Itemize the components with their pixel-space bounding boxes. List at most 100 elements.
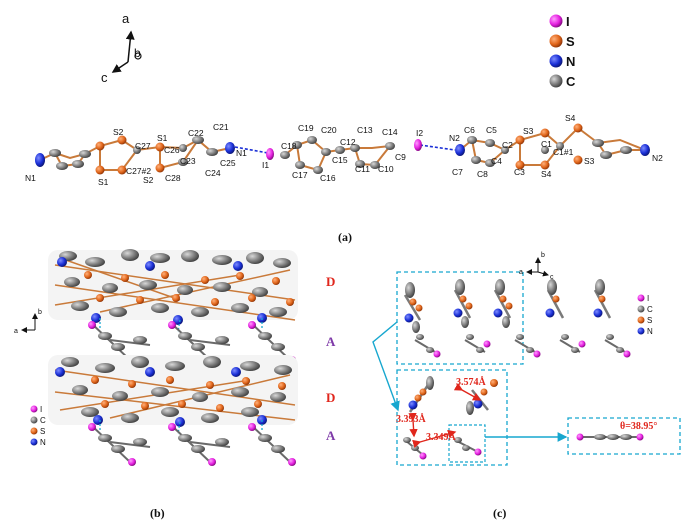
atom-label: S2 <box>113 127 124 137</box>
panel-c: b a c <box>372 252 681 520</box>
atom-label: C1#1 <box>553 147 574 157</box>
atom-label: C2 <box>502 140 513 150</box>
axis-label-a: a <box>519 269 523 276</box>
atom-label: C15 <box>332 155 348 165</box>
layer-label-donor: D <box>326 274 335 289</box>
donor-stacks-c <box>403 279 612 333</box>
panel-b: b a D A D A I C S N (b) <box>14 249 336 520</box>
atom-label: S4 <box>541 169 552 179</box>
legend-label: I <box>647 294 649 303</box>
legend-b: I C S N <box>30 405 46 447</box>
caption-c: (c) <box>493 506 506 520</box>
atom-label: C17 <box>292 170 308 180</box>
atom-label: C25 <box>220 158 236 168</box>
legend-carbon-icon <box>549 74 563 88</box>
atom-label: C24 <box>205 168 221 178</box>
atom-label: C21 <box>213 122 229 132</box>
legend-carbon-icon <box>637 305 645 313</box>
atom-label: N2 <box>449 133 460 143</box>
angle-label: θ=38.95° <box>620 421 657 432</box>
distance-label: 3.393Å <box>396 413 427 425</box>
atom-label: C20 <box>321 125 337 135</box>
legend-label: N <box>40 438 46 447</box>
atom-label: C19 <box>298 123 314 133</box>
atom-label: N1 <box>25 173 36 183</box>
legend-label: N <box>566 54 575 69</box>
zoomed-dimer-c: 3.574Å 3.393Å 3.349Å <box>396 376 498 460</box>
atom-label: C10 <box>378 164 394 174</box>
legend-label: C <box>647 305 653 314</box>
legend-label: S <box>566 34 575 49</box>
atom-label: I1 <box>262 160 269 170</box>
atom-label: C16 <box>320 173 336 183</box>
axis-triad-c: b a c <box>519 252 554 281</box>
angle-molecule-c: θ=38.95° <box>576 421 657 441</box>
atom-label: S2 <box>143 175 154 185</box>
atom-label: C13 <box>357 125 373 135</box>
legend-sulfur-icon <box>30 427 38 435</box>
layer-label-donor: D <box>326 390 335 405</box>
packing-view-b <box>48 249 298 466</box>
atom-label: C7 <box>452 167 463 177</box>
atom-label: C23 <box>180 156 196 166</box>
axis-label-c: c <box>550 274 554 281</box>
atom-label: C28 <box>165 173 181 183</box>
layer-label-acceptor: A <box>326 334 336 349</box>
legend-iodine-icon <box>549 14 563 28</box>
legend-label: S <box>647 316 652 325</box>
atom-label: S3 <box>523 126 534 136</box>
atom-label: C26 <box>164 145 180 155</box>
legend-nitrogen-icon <box>30 438 38 446</box>
atom-label: C22 <box>188 128 204 138</box>
atom-label: C5 <box>486 125 497 135</box>
atom-label: C1 <box>541 139 552 149</box>
atoms-a <box>35 123 650 175</box>
legend-label: I <box>566 14 570 29</box>
atom-label: N1 <box>236 148 247 158</box>
atom-label: C9 <box>395 152 406 162</box>
atom-label: S1 <box>98 177 109 187</box>
axis-label-c: c <box>101 70 108 85</box>
atom-label: C11 <box>355 164 370 174</box>
atom-labels-a: N1 S2 S1 C27#2 C27 C26 S1 S2 C28 C22 C23… <box>25 113 663 187</box>
legend-label: I <box>40 405 42 414</box>
caption-b: (b) <box>150 506 165 520</box>
legend-label: C <box>40 416 46 425</box>
halogen-bond-lines-a <box>234 144 456 154</box>
atom-label: N2 <box>652 153 663 163</box>
legend-iodine-icon <box>637 294 645 302</box>
legend-nitrogen-icon <box>549 54 563 68</box>
distance-label: 3.574Å <box>456 376 487 388</box>
connector-arrow <box>372 321 400 412</box>
distance-label: 3.349Å <box>426 431 457 443</box>
axis-label-a: a <box>14 328 18 335</box>
donor-layer-1 <box>48 249 298 325</box>
axis-triad-b: b a <box>14 309 42 335</box>
legend-c: I C S N <box>637 294 653 336</box>
legend-label: C <box>566 74 576 89</box>
legend-nitrogen-icon <box>637 327 645 335</box>
donor-layer-2 <box>48 355 298 427</box>
axis-label-b: b <box>134 46 141 60</box>
frame-angle <box>567 417 681 455</box>
axis-label-b: b <box>38 309 42 316</box>
atom-label: S3 <box>584 156 595 166</box>
acceptor-layer-2 <box>88 420 296 466</box>
axis-label-b: b <box>541 252 545 259</box>
atom-label: C8 <box>477 169 488 179</box>
atom-label: C12 <box>340 137 356 147</box>
frame-top <box>396 271 524 365</box>
atom-label: C27#2 <box>126 166 151 176</box>
legend-sulfur-icon <box>637 316 645 324</box>
legend-sulfur-icon <box>549 34 563 48</box>
panel-a: a b c I S N C <box>25 11 663 244</box>
atom-label: C27 <box>135 141 151 151</box>
layer-labels-b: D A D A <box>326 274 336 443</box>
acceptor-row-c <box>414 334 631 358</box>
legend-label: S <box>40 427 45 436</box>
atom-label: C4 <box>491 156 502 166</box>
atom-label: C6 <box>464 125 475 135</box>
legend-iodine-icon <box>30 405 38 413</box>
legend-carbon-icon <box>30 416 38 424</box>
